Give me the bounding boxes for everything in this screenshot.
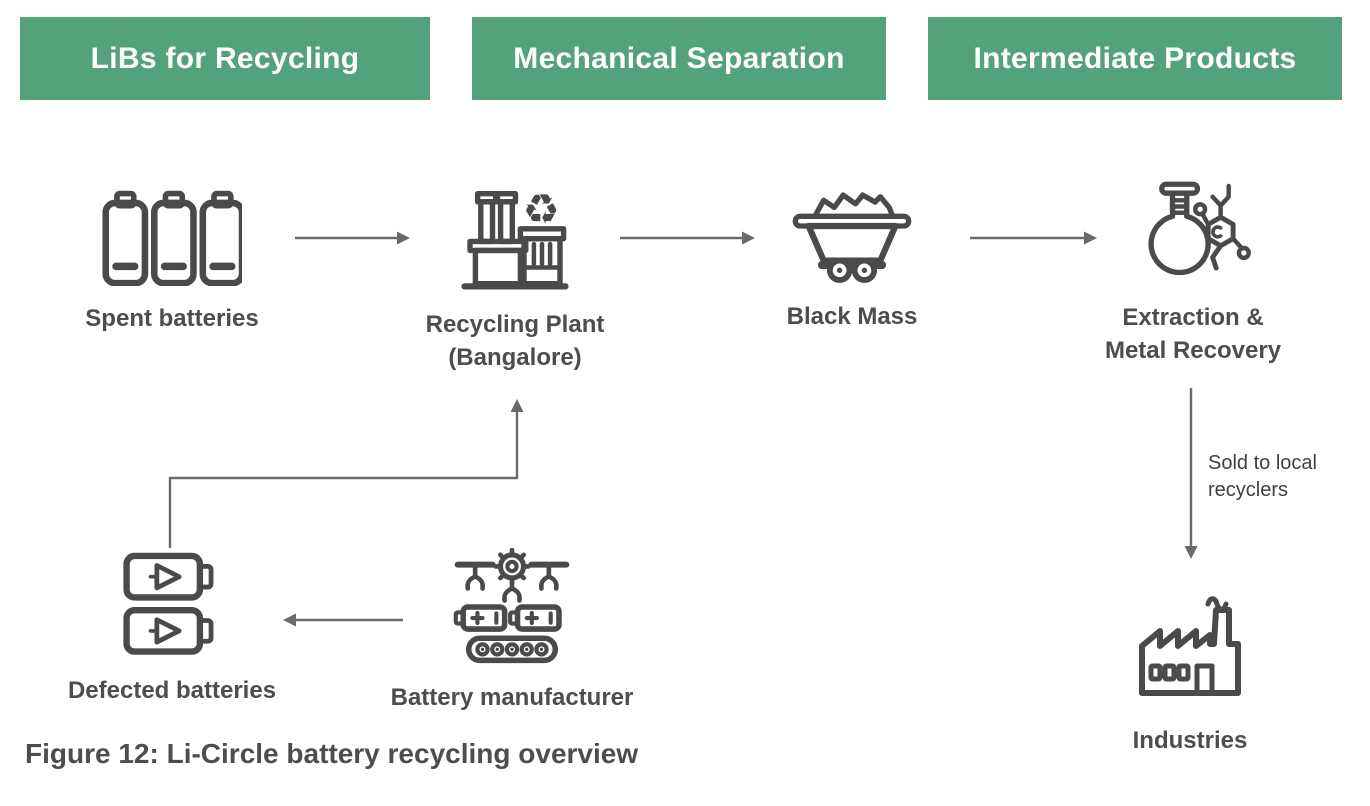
factory-icon xyxy=(1138,596,1241,696)
node-extraction-metal-recovery: Extraction & Metal Recovery xyxy=(1073,178,1313,367)
node-label: Recycling Plant xyxy=(425,311,605,338)
recycling-plant-icon: ♻ xyxy=(461,185,569,290)
node-label: Battery manufacturer xyxy=(390,684,634,711)
defective-battery-icon xyxy=(123,552,214,655)
stage-header-libs-for-recycling: LiBs for Recycling xyxy=(20,17,430,100)
node-defected-batteries: Defected batteries xyxy=(67,552,277,707)
batteries-icon xyxy=(102,190,242,286)
arrow-defected-to-plant xyxy=(168,399,524,548)
node-label: Spent batteries xyxy=(85,305,259,332)
node-spent-batteries: Spent batteries xyxy=(32,188,312,335)
arrow-extraction-to-industries xyxy=(1184,388,1198,559)
assembly-line-icon xyxy=(453,548,570,664)
node-label: Black Mass xyxy=(786,303,918,330)
stage-header-label: Mechanical Separation xyxy=(513,41,845,75)
node-label: Defected batteries xyxy=(67,677,277,704)
mine-cart-icon xyxy=(792,192,912,283)
arrow-manufacturer-to-defected xyxy=(283,613,403,627)
annotation-sold-to-local-recyclers: Sold to local recyclers xyxy=(1208,450,1368,504)
flask-molecule-icon xyxy=(1148,181,1251,276)
node-industries: Industries xyxy=(1070,596,1310,757)
annotation-line2: recyclers xyxy=(1208,479,1289,501)
stage-header-mechanical-separation: Mechanical Separation xyxy=(472,17,886,100)
stage-header-intermediate-products: Intermediate Products xyxy=(928,17,1342,100)
annotation-line1: Sold to local xyxy=(1208,452,1317,474)
node-sublabel: (Bangalore) xyxy=(448,344,582,371)
figure-caption: Figure 12: Li-Circle battery recycling o… xyxy=(25,738,639,769)
node-label: Industries xyxy=(1132,727,1248,754)
arrow-spent-to-plant xyxy=(295,231,410,245)
recycle-symbol-icon: ♻ xyxy=(523,185,560,233)
stage-header-label: Intermediate Products xyxy=(973,41,1297,75)
node-label: Extraction & xyxy=(1122,304,1264,331)
stage-header-label: LiBs for Recycling xyxy=(90,41,360,75)
node-label-line2: Metal Recovery xyxy=(1104,337,1282,364)
node-black-mass: Black Mass xyxy=(732,184,972,333)
node-battery-manufacturer: Battery manufacturer xyxy=(390,548,634,714)
node-recycling-plant: ♻ Recycling Plant (Bangalore) xyxy=(395,180,635,374)
